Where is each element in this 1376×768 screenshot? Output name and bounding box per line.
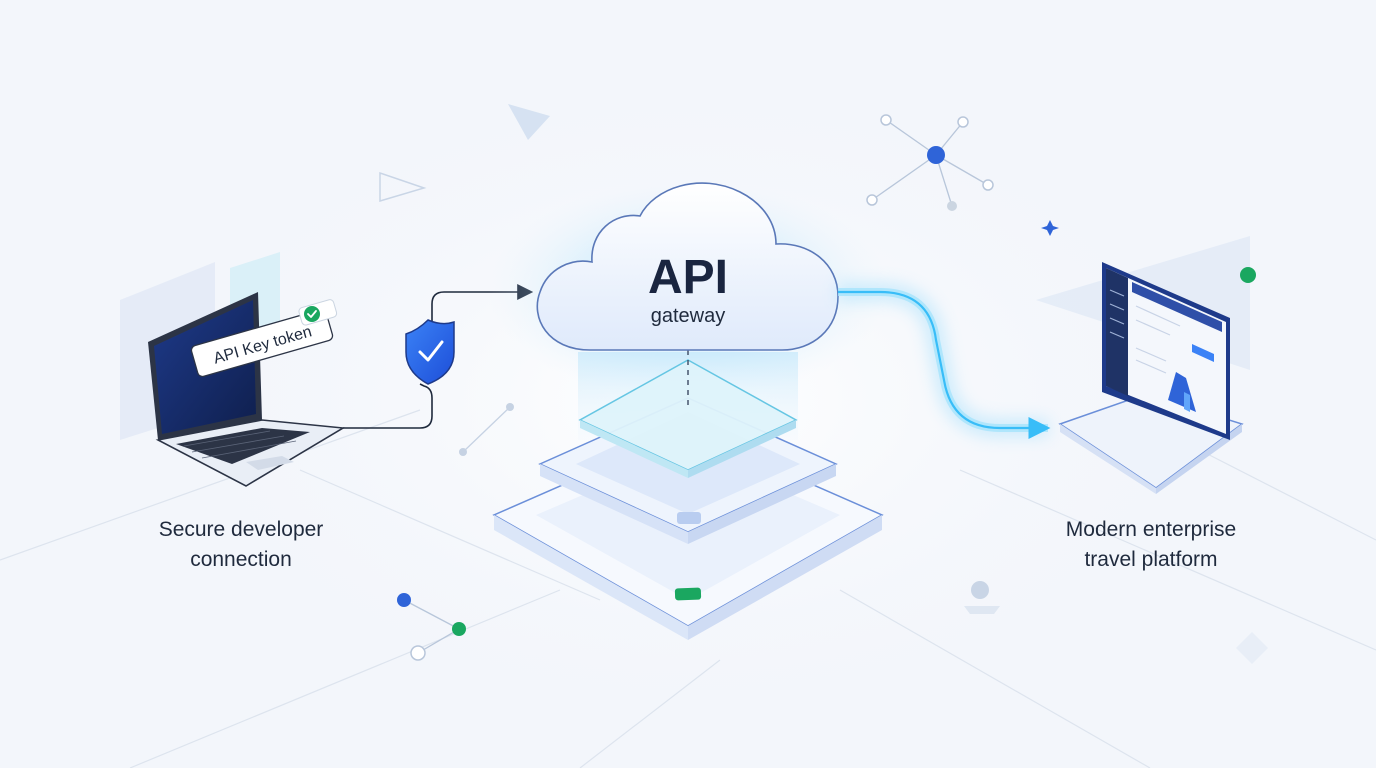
monitor-icon <box>1058 262 1244 494</box>
layer-stack-icon <box>492 350 884 640</box>
sparkle-icon <box>1041 220 1059 236</box>
connector-line-lower <box>343 383 433 429</box>
floor-grid <box>0 409 1376 768</box>
status-indicator-green <box>674 587 702 601</box>
decor-diamond <box>1236 632 1268 664</box>
dashboard-icon <box>1106 268 1222 412</box>
network-node-pair <box>397 593 466 661</box>
cloud-icon <box>536 182 839 351</box>
gateway-title: API <box>648 251 728 304</box>
gateway-subtitle: gateway <box>651 305 726 327</box>
network-node-small <box>459 403 514 456</box>
connector-arrow-to-gateway <box>431 284 534 332</box>
right-caption-line1: Modern enterprise <box>1065 518 1237 541</box>
right-caption-line2: travel platform <box>1084 548 1218 571</box>
shield-icon <box>405 319 455 385</box>
decor-dot-green <box>1240 267 1256 283</box>
decor-triangle-outline <box>379 171 427 203</box>
status-indicator <box>677 512 701 524</box>
connector-glow-to-platform <box>838 283 1051 439</box>
left-caption-line1: Secure developer <box>158 518 324 541</box>
network-node-cluster <box>866 114 994 211</box>
right-caption: Modern enterprise travel platform <box>1011 515 1291 575</box>
decor-orbs <box>964 581 1000 614</box>
decor-triangle <box>508 104 550 140</box>
left-caption: Secure developer connection <box>101 515 381 575</box>
left-caption-line2: connection <box>190 548 292 571</box>
checkmark-icon <box>304 306 320 322</box>
